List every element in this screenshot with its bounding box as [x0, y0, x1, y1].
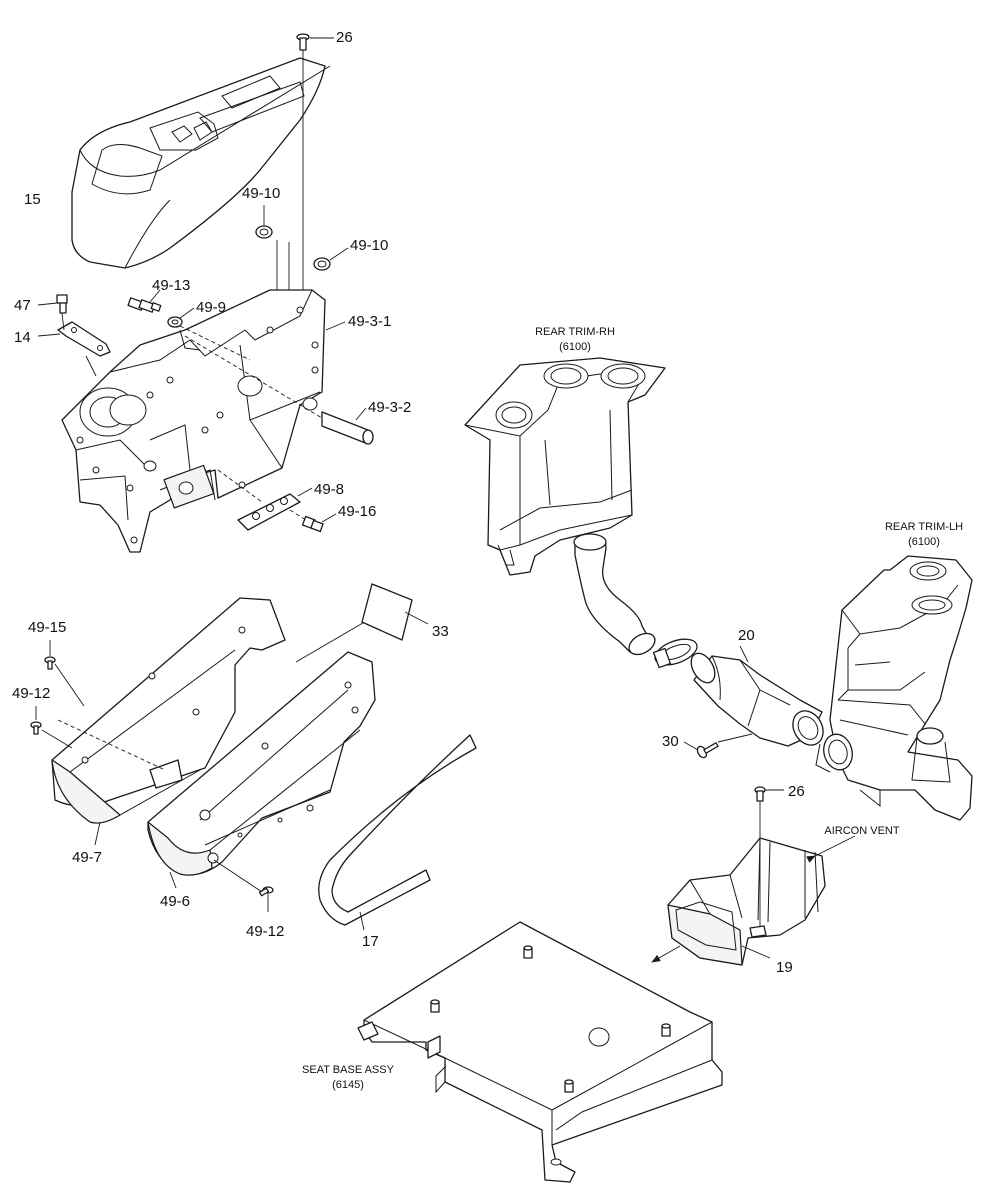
seat-base-part [357, 921, 723, 1183]
cover-49-6 [147, 651, 376, 876]
dash-49-8 [217, 469, 263, 503]
callout-33: 33 [432, 623, 449, 640]
curved-duct [573, 533, 656, 656]
screw-49-12-b [258, 886, 274, 897]
callout-49-6: 49-6 [160, 893, 190, 910]
ref-seat-base-code: (6145) [332, 1079, 364, 1091]
leader-14-down [85, 355, 97, 377]
dash-49-15 [57, 719, 166, 771]
leader-49-16 [321, 513, 337, 523]
hose-clamp [652, 638, 698, 669]
bolt-47 [56, 294, 68, 314]
duct-outlet-lh [815, 733, 853, 773]
callout-30: 30 [662, 733, 679, 750]
leader-49-3-1 [325, 321, 346, 331]
leader-20 [739, 645, 749, 663]
callout-49-12-a: 49-12 [12, 685, 50, 702]
callout-14: 14 [14, 329, 31, 346]
bolt-49-13 [127, 297, 162, 313]
leader-49-13 [149, 289, 161, 303]
ref-rear-trim-lh-code: (6100) [908, 536, 940, 548]
screw-26-bottom [754, 786, 766, 802]
duct-20 [690, 652, 824, 747]
callout-49-8: 49-8 [314, 481, 344, 498]
washer-49-10-b [313, 257, 331, 271]
bolt-49-16 [301, 515, 324, 533]
callout-47: 47 [14, 297, 31, 314]
ref-rear-trim-lh-name: REAR TRIM-LH [885, 521, 963, 533]
console-bracket-part [61, 289, 326, 553]
leader-30 [683, 741, 699, 751]
screw-26-top [296, 33, 310, 51]
leader-30-b [717, 733, 753, 743]
ref-rear-trim-rh-name: REAR TRIM-RH [535, 326, 615, 338]
label-33 [361, 583, 413, 641]
rear-trim-rh-part [464, 357, 666, 576]
callout-49-10-a: 49-10 [242, 185, 280, 202]
seal-17 [318, 734, 477, 926]
cover-49-7 [51, 597, 286, 824]
leader-33-cover [295, 619, 369, 663]
screw-30 [696, 742, 719, 759]
ref-aircon-vent-name: AIRCON VENT [824, 825, 899, 837]
leader-14 [37, 333, 61, 337]
plate-49-8 [237, 493, 301, 531]
leader-17 [359, 911, 365, 931]
callout-15: 15 [24, 191, 41, 208]
callout-19: 19 [776, 959, 793, 976]
pin-49-3-2 [321, 411, 374, 445]
leader-49-3-2 [355, 407, 367, 421]
callout-26-top: 26 [336, 29, 353, 46]
leader-19 [741, 945, 771, 959]
dash-49-16 [289, 509, 307, 521]
bracket-14 [57, 312, 111, 357]
reference-labels: REAR TRIM-RH (6100) REAR TRIM-LH (6100) … [302, 326, 963, 1091]
callout-49-13: 49-13 [152, 277, 190, 294]
callout-labels: 26 15 49-10 49-10 49-13 47 49-9 14 49-3-… [12, 29, 805, 976]
callout-20: 20 [738, 627, 755, 644]
washer-49-9 [167, 316, 183, 328]
ref-rear-trim-rh-code: (6100) [559, 341, 591, 353]
leader-47 [37, 302, 58, 306]
callout-17: 17 [362, 933, 379, 950]
screw-49-12-a [30, 721, 42, 735]
leader-49-10-b [329, 247, 349, 261]
callout-49-16: 49-16 [338, 503, 376, 520]
callout-26-bottom: 26 [788, 783, 805, 800]
air-flow-arrow [651, 945, 681, 963]
callout-49-10-b: 49-10 [350, 237, 388, 254]
aircon-vent-19 [667, 837, 826, 966]
leader-aircon-vent [806, 835, 856, 863]
rear-trim-lh-part [829, 555, 973, 821]
dash-49-3-2 [184, 335, 323, 419]
leader-49-12-a-b [41, 729, 73, 749]
console-cover-part [71, 57, 331, 269]
washer-49-10-a [255, 225, 273, 239]
leader-49-12-b-a [213, 859, 263, 893]
callout-49-15: 49-15 [28, 619, 66, 636]
callout-49-3-2: 49-3-2 [368, 399, 411, 416]
callout-49-12-b: 49-12 [246, 923, 284, 940]
leader-49-6 [169, 871, 177, 889]
callout-49-9: 49-9 [196, 299, 226, 316]
screw-49-15 [44, 656, 85, 707]
leader-49-7 [94, 821, 101, 846]
callout-49-3-1: 49-3-1 [348, 313, 391, 330]
seat-base-studs [430, 945, 671, 1093]
leader-49-9 [179, 307, 195, 319]
callout-49-7: 49-7 [72, 849, 102, 866]
dash-49-9 [179, 325, 251, 361]
ref-seat-base-name: SEAT BASE ASSY [302, 1064, 395, 1076]
leader-33 [404, 611, 429, 625]
leader-49-8 [297, 487, 313, 497]
